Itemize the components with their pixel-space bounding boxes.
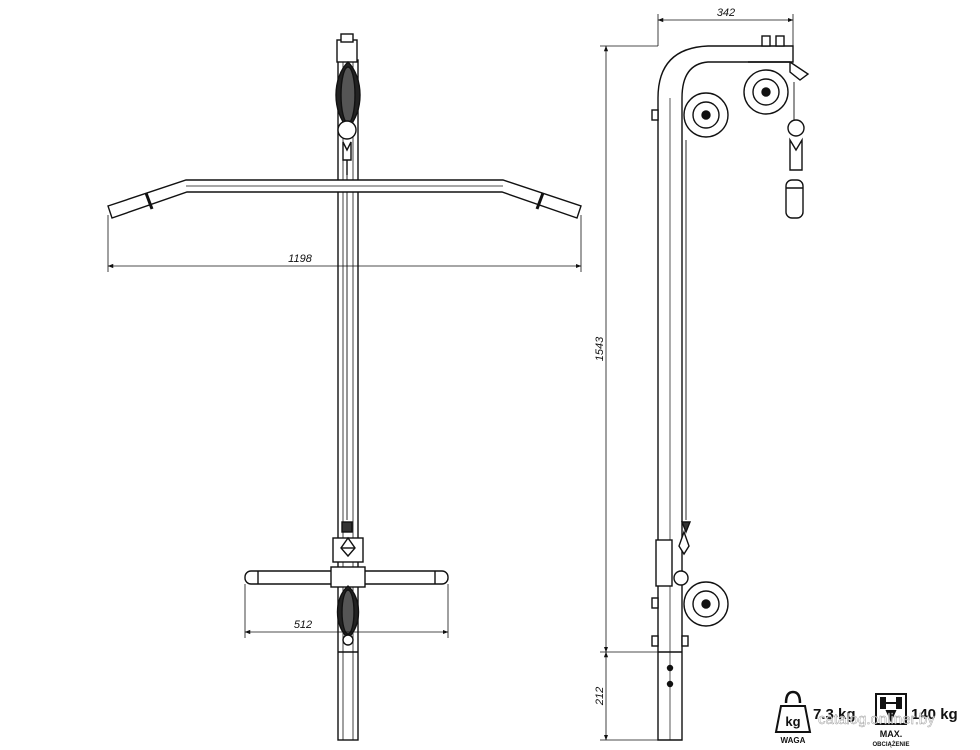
weight-value: 7.3 kg xyxy=(813,706,856,723)
dim-label-depth: 342 xyxy=(717,7,735,19)
front-top-ball xyxy=(337,120,357,140)
side-bottom-pulley xyxy=(683,581,729,627)
watermark: catalog.onliner.by xyxy=(818,711,935,728)
max-load-value: 140 kg xyxy=(911,706,958,723)
side-cable-ball xyxy=(787,119,805,137)
kettlebell-icon-label: kg xyxy=(785,714,800,729)
weight-badge: kg WAGA 7.3 kg xyxy=(774,690,856,745)
dim-label-height: 1543 xyxy=(594,336,606,361)
side-top-pulley-2 xyxy=(683,92,729,138)
side-cable-handle xyxy=(785,179,804,219)
front-bottom-pulley xyxy=(336,585,360,639)
side-column xyxy=(657,45,794,741)
front-top-pulley xyxy=(335,61,361,129)
side-view xyxy=(651,35,810,741)
front-lat-bar xyxy=(107,179,582,219)
dim-label-tube-length: 212 xyxy=(594,687,606,706)
front-handle-bar xyxy=(244,566,449,588)
weight-caption: WAGA xyxy=(781,736,806,745)
dim-label-bar-width: 1198 xyxy=(288,253,313,265)
max-load-caption-1: MAX. xyxy=(880,729,903,739)
barbell-load-icon xyxy=(875,693,907,725)
side-top-pulley-1 xyxy=(743,69,789,115)
front-view xyxy=(107,33,582,741)
dim-label-handle-width: 512 xyxy=(294,619,312,631)
kettlebell-icon xyxy=(774,690,812,733)
dimension-lines xyxy=(107,14,794,741)
max-load-caption-2: OBCIĄŻENIE xyxy=(872,741,909,748)
dimension-labels: 1198 512 342 1543 212 xyxy=(288,7,735,706)
max-load-badge: MAX. OBCIĄŻENIE 140 kg xyxy=(872,693,958,748)
